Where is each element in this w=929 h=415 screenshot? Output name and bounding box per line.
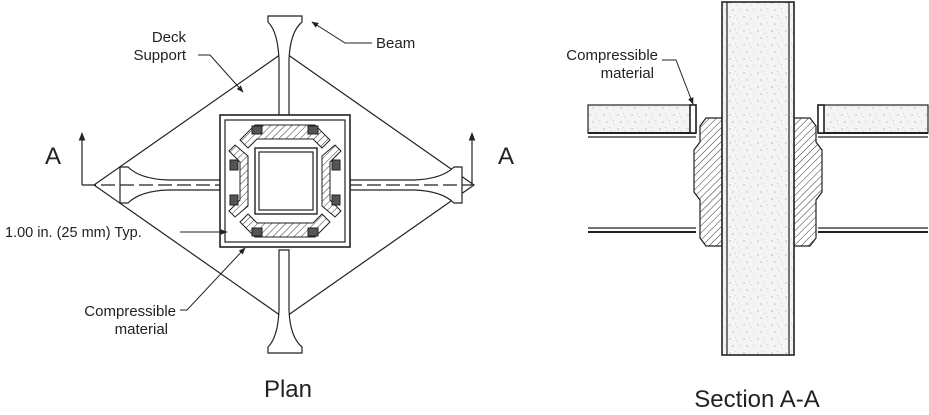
label-section-a-right: A: [498, 143, 514, 170]
plan-view: [78, 15, 476, 354]
collar-right: [793, 117, 823, 247]
column-outer: [254, 147, 318, 215]
label-section-a-left: A: [45, 143, 61, 170]
compressible-strip-right: [817, 104, 825, 134]
deck-slab-left: [587, 104, 697, 134]
collar-ring: [228, 124, 342, 238]
label-compressible-2: material: [115, 321, 168, 338]
plan-leaders: [180, 21, 372, 311]
section-label-compressible-1: Compressible: [566, 47, 658, 64]
label-gap: 1.00 in. (25 mm) Typ.: [5, 225, 142, 241]
column-inner: [258, 151, 314, 211]
section-view: [587, 1, 929, 356]
beam-right: [818, 132, 928, 233]
label-deck-support-1: Deck: [152, 29, 187, 46]
enclosure-inner: [224, 119, 346, 243]
plan-labels: Deck Support Beam A A 1.00 in. (25 mm) T…: [5, 29, 514, 403]
label-compressible-1: Compressible: [84, 303, 176, 320]
section-leader: [662, 59, 694, 105]
collar-left: [693, 117, 723, 247]
section-title: Section A-A: [694, 386, 819, 413]
section-column: [721, 1, 795, 356]
compressible-strip-left: [689, 104, 697, 134]
label-beam: Beam: [376, 35, 415, 52]
beam-left: [588, 132, 696, 233]
plan-title: Plan: [264, 376, 312, 403]
section-labels: Compressible material Section A-A: [566, 47, 819, 413]
section-label-compressible-2: material: [601, 65, 654, 82]
deck-slab-right: [817, 104, 929, 134]
label-deck-support-2: Support: [133, 47, 186, 64]
